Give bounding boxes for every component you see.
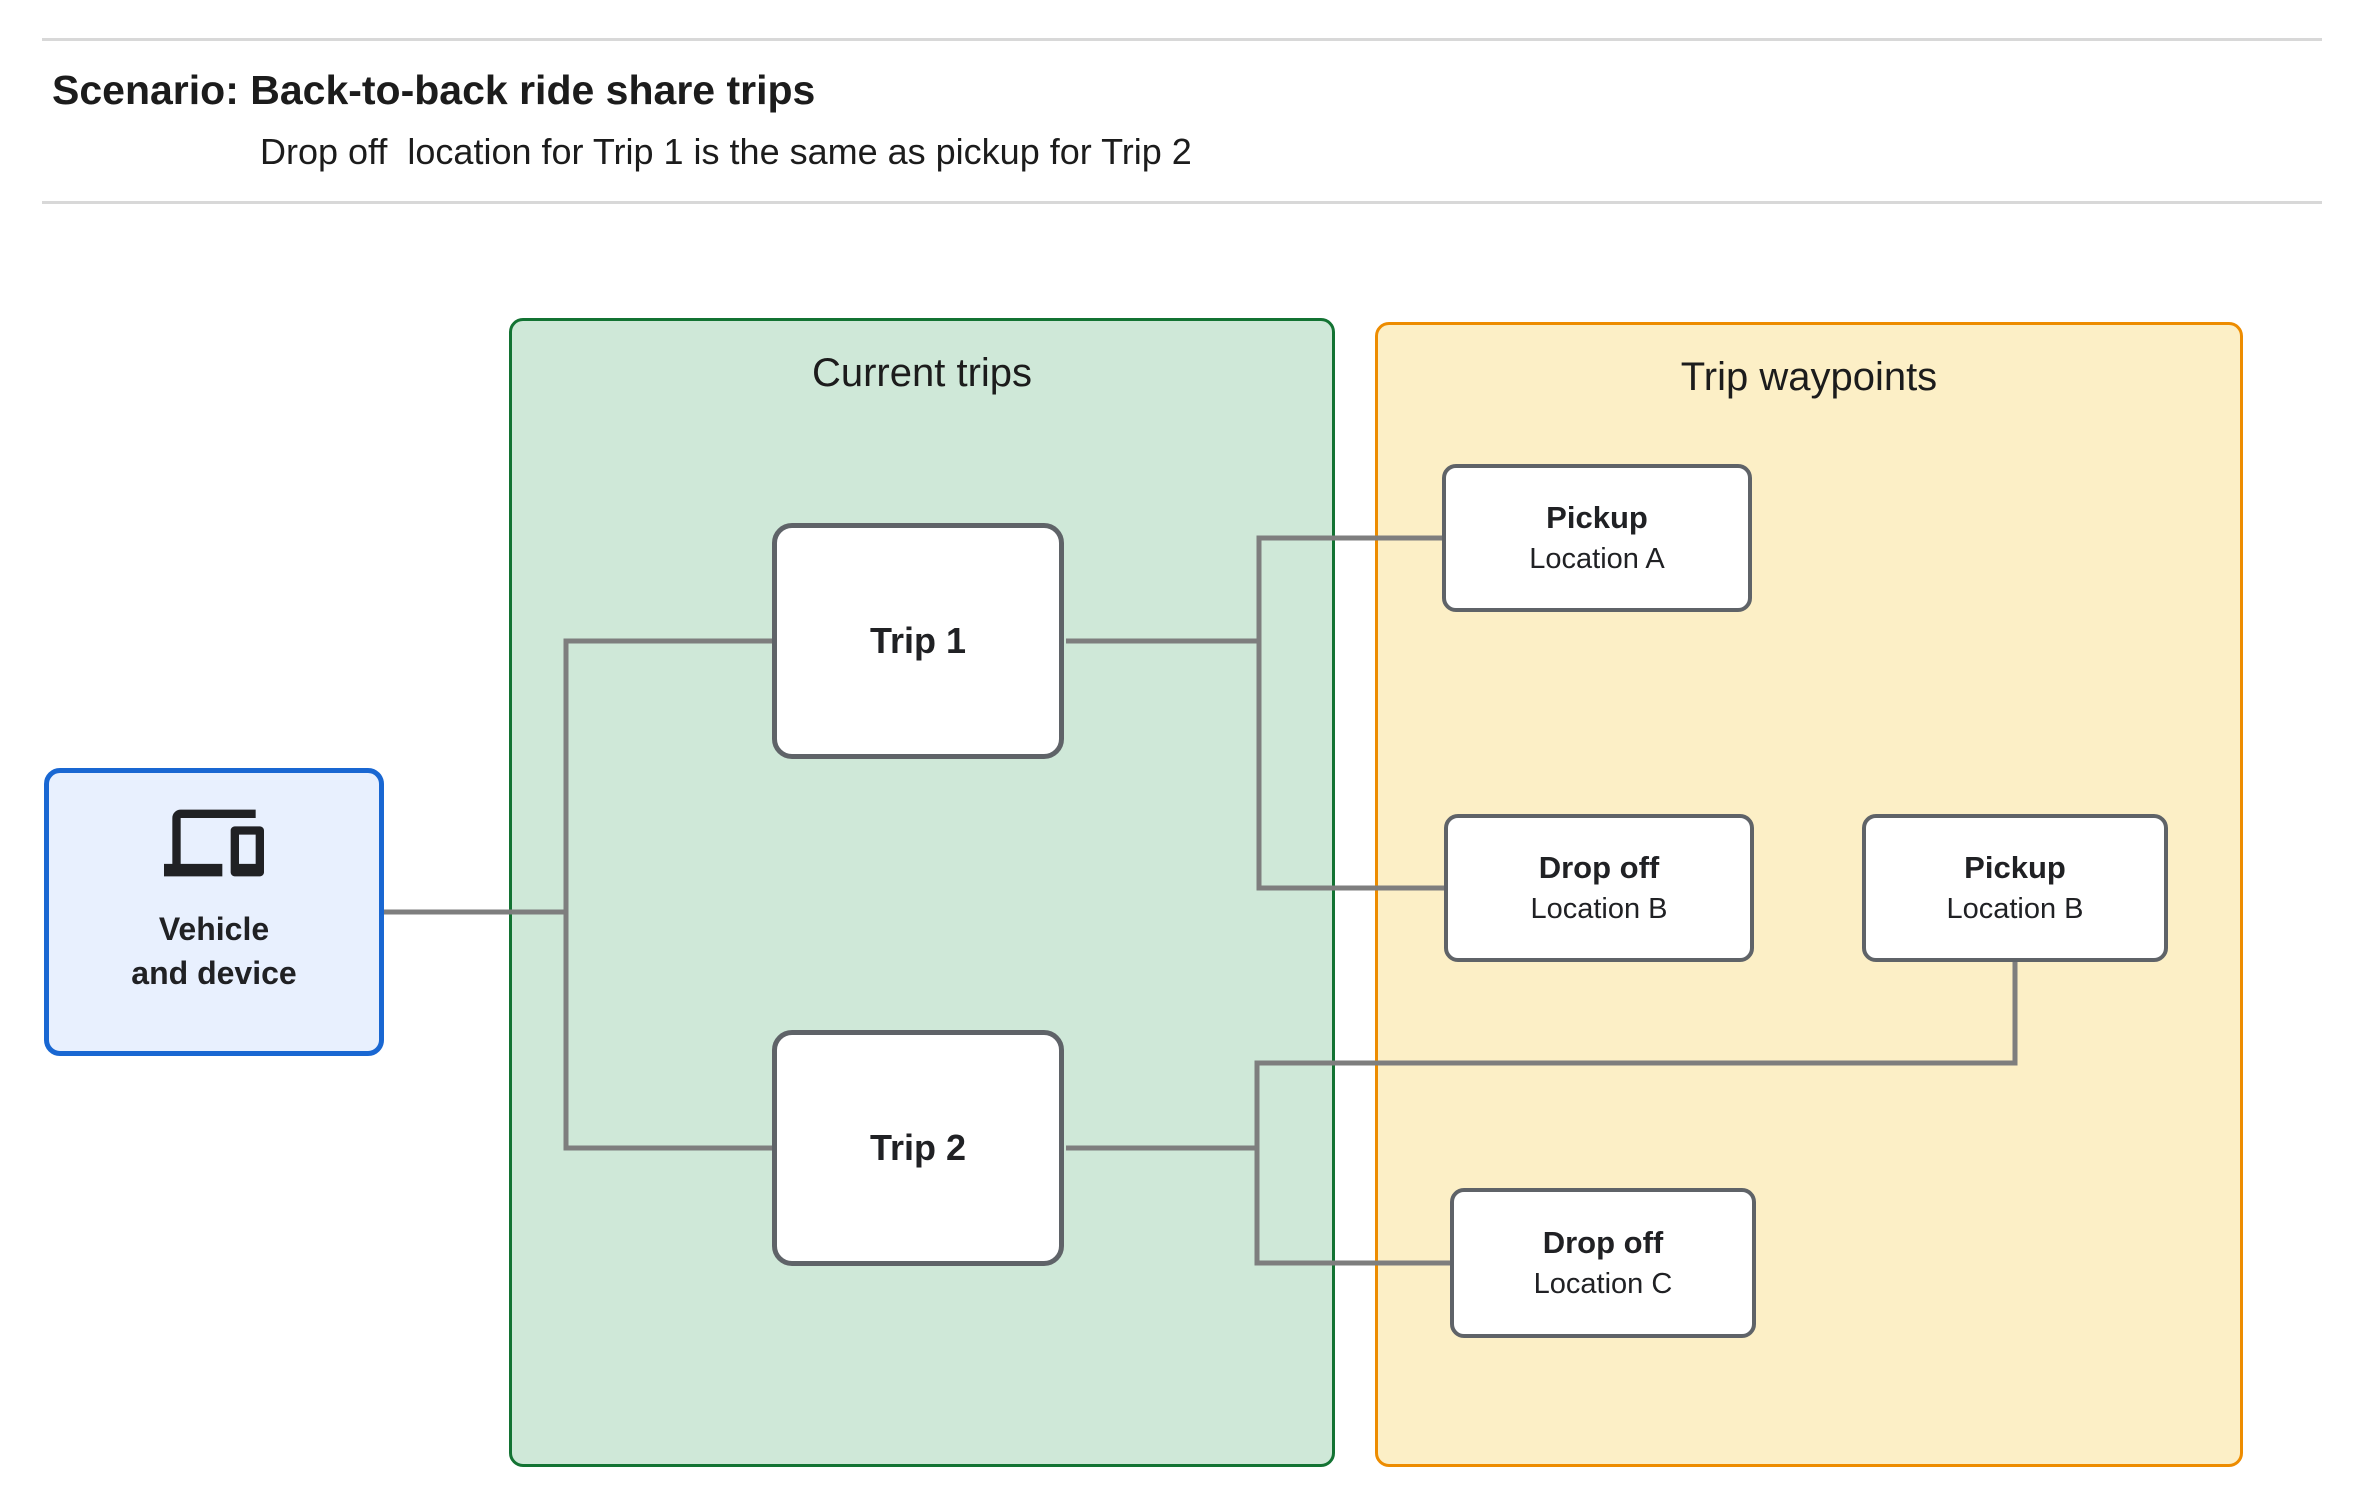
page-title: Scenario: Back-to-back ride share trips	[52, 67, 816, 113]
trip-2-node: Trip 2	[772, 1030, 1064, 1266]
waypoint-dropoff-location-b: Drop off Location B	[1444, 814, 1754, 962]
trip-1-label: Trip 1	[869, 620, 967, 661]
current-trips-panel: Current trips	[509, 318, 1335, 1467]
trip-1-node: Trip 1	[772, 523, 1064, 759]
waypoint-subtitle: Location B	[1946, 893, 2084, 925]
waypoint-title: Pickup	[1546, 500, 1648, 535]
vehicle-device-node: Vehicle and device	[44, 768, 384, 1056]
page-subtitle: Drop off location for Trip 1 is the same…	[260, 131, 1192, 172]
vehicle-device-label: Vehicle and device	[131, 911, 297, 991]
connector-splitter-to-pickupA-dropoffB	[1256, 535, 1446, 891]
waypoint-title: Drop off	[1542, 1225, 1664, 1260]
connector-splitter-to-pickupB-dropoffC	[1254, 960, 2018, 1266]
trip-2-label: Trip 2	[869, 1127, 967, 1168]
waypoint-pickup-location-a: Pickup Location A	[1442, 464, 1752, 612]
waypoint-title: Pickup	[1964, 850, 2066, 885]
waypoint-dropoff-location-c: Drop off Location C	[1450, 1188, 1756, 1338]
header-divider-top	[42, 38, 2322, 41]
trip-waypoints-title: Trip waypoints	[1680, 355, 1938, 399]
connector-splitter-to-trips	[563, 638, 774, 1151]
devices-icon	[164, 809, 264, 877]
waypoint-subtitle: Location B	[1530, 893, 1668, 925]
waypoint-subtitle: Location C	[1533, 1268, 1673, 1300]
waypoint-subtitle: Location A	[1529, 543, 1665, 575]
waypoint-title: Drop off	[1538, 850, 1660, 885]
waypoint-pickup-location-b: Pickup Location B	[1862, 814, 2168, 962]
header-divider-bottom	[42, 201, 2322, 204]
current-trips-title: Current trips	[811, 351, 1033, 395]
